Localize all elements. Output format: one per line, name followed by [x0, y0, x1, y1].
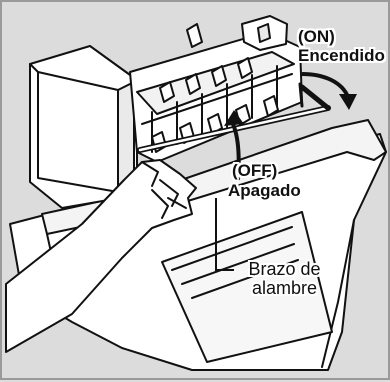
off-text-label: Apagado [228, 181, 301, 200]
on-text-label: Encendido [298, 46, 385, 65]
off-rotation-arrow [224, 110, 244, 181]
hand-and-arm [5, 159, 197, 353]
on-state-label: (ON) [298, 27, 335, 46]
off-state-label: (OFF) [232, 161, 278, 180]
ice-mold [129, 15, 303, 163]
wire-arm-label: Brazo de alambre [237, 260, 332, 298]
wire-arm-label-line2: alambre [251, 277, 318, 298]
wire-arm-label-line1: Brazo de [248, 259, 321, 279]
ice-maker-housing [29, 45, 138, 209]
on-rotation-arrow [301, 72, 357, 110]
wire-arm-leader-line [215, 198, 234, 271]
